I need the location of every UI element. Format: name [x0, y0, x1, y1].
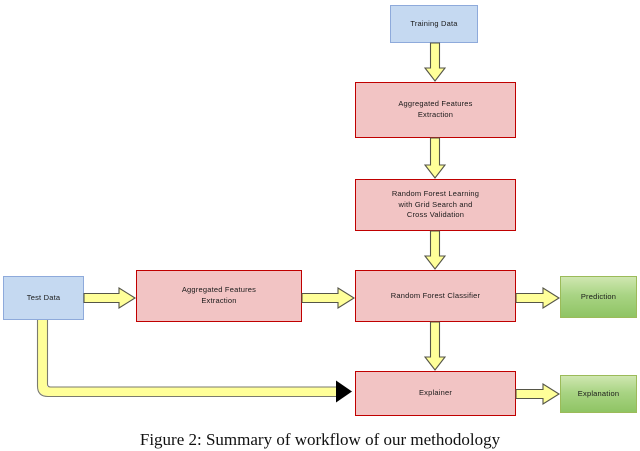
edge-rf-classifier-to-prediction — [515, 287, 561, 309]
node-explanation-label: Explanation — [577, 388, 620, 398]
node-train-feature-extraction: Aggregated Features Extraction — [355, 82, 516, 138]
node-explainer-label: Explainer — [418, 388, 453, 398]
edge-rf-classifier-to-explainer — [423, 321, 447, 371]
node-train-feature-extraction-label: Aggregated Features Extraction — [398, 99, 473, 119]
node-training-data: Training Data — [390, 5, 478, 43]
node-rf-classifier-label: Random Forest Classifier — [390, 290, 481, 300]
node-test-data-label: Test Data — [26, 292, 61, 302]
node-rf-classifier: Random Forest Classifier — [355, 270, 516, 322]
node-rf-learning-label: Random Forest Learning with Grid Search … — [391, 188, 480, 220]
edge-explainer-to-explanation — [515, 383, 561, 405]
node-explainer: Explainer — [355, 371, 516, 416]
node-prediction: Prediction — [560, 276, 637, 318]
edge-test-feature-extraction-to-rf-classifier — [301, 287, 356, 309]
node-test-feature-extraction: Aggregated Features Extraction — [136, 270, 302, 322]
node-rf-learning: Random Forest Learning with Grid Search … — [355, 179, 516, 231]
node-training-data-label: Training Data — [410, 18, 458, 28]
edge-rf-learning-to-rf-classifier — [423, 230, 447, 270]
figure-caption: Figure 2: Summary of workflow of our met… — [139, 430, 501, 449]
node-explanation: Explanation — [560, 375, 637, 413]
edge-train-feature-extraction-to-rf-learning — [423, 137, 447, 179]
edge-training-data-to-train-feature-extraction — [423, 42, 447, 82]
node-test-data: Test Data — [3, 276, 84, 320]
node-test-feature-extraction-label: Aggregated Features Extraction — [181, 285, 257, 305]
node-prediction-label: Prediction — [580, 291, 617, 301]
edge-test-data-to-test-feature-extraction — [83, 287, 137, 309]
edge-test-data-to-explainer — [32, 318, 362, 403]
